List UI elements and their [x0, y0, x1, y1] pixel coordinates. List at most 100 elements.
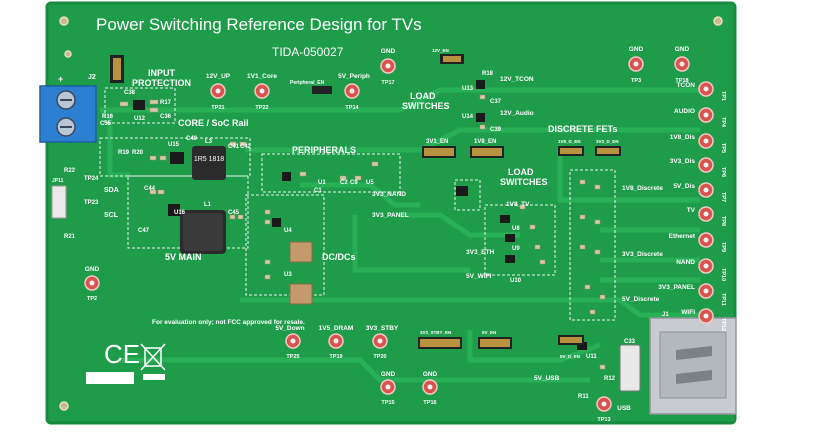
test-point-net-label: USB: [617, 405, 631, 412]
test-point-id-label: TP3: [631, 78, 641, 84]
en-1v8-d: 1V8_D_EN: [558, 139, 581, 144]
j2-label: J2: [88, 74, 96, 81]
refdes-u16: U16: [174, 210, 186, 216]
test-point-pin: [349, 88, 355, 94]
test-point-net-label: 5V_Dis: [673, 183, 695, 190]
test-point-id-label: TP9: [720, 242, 726, 252]
test-point-net-label: GND: [629, 46, 644, 53]
ce-mark: CE: [104, 339, 140, 369]
test-point-net-label: 1V8_Dis: [670, 134, 696, 141]
test-point-pin: [259, 88, 265, 94]
refdes-tp23: TP23: [84, 200, 99, 206]
refdes-u11: U11: [586, 354, 597, 360]
test-point-net-label: 3V3_PANEL: [658, 284, 695, 291]
smd-passives: [119, 94, 606, 370]
refdes-r20: R20: [132, 150, 144, 156]
test-point-pin: [703, 112, 709, 118]
dcdc-inductors: [289, 241, 313, 305]
refdes-u14: U14: [462, 114, 474, 120]
test-point-net-label: WIFI: [681, 309, 695, 316]
test-point-id-label: TP2: [87, 296, 97, 302]
net-1v8-tv: 1V8_TV: [506, 201, 530, 208]
test-point-net-label: 1V1_Core: [247, 73, 277, 80]
test-point-id-label: TP1: [720, 91, 726, 101]
refdes-c41: C41: [228, 144, 240, 150]
test-point-net-label: 1V5_DRAM: [319, 325, 354, 332]
refdes-c2: C2: [340, 180, 348, 186]
usb-connector: [649, 317, 737, 415]
test-point-net-label: GND: [85, 266, 100, 273]
test-point-net-label: GND: [381, 48, 396, 55]
net-5v-discrete: 5V_Discrete: [622, 296, 660, 303]
test-point-id-label: TP19: [329, 354, 342, 360]
test-point-id-label: TP4: [720, 117, 726, 128]
silkscreen-region-outlines: [99, 87, 616, 321]
test-point-pin: [703, 138, 709, 144]
net-5v-usb: 5V_USB: [534, 375, 560, 382]
refdes-r11: R11: [578, 394, 589, 400]
test-point-pin: [703, 237, 709, 243]
net-3v3-panel: 3V3_PANEL: [372, 212, 409, 219]
test-point-id-label: TP12: [720, 318, 726, 331]
test-point-pin: [703, 86, 709, 92]
refdes-c44: C44: [144, 186, 156, 192]
board-title: Power Switching Reference Design for TVs: [96, 15, 422, 34]
test-point-net-label: GND: [675, 46, 690, 53]
net-3v3-eth: 3V3_ETH: [466, 249, 494, 256]
net-5v-wifi: 5V_WIFI: [466, 273, 491, 280]
test-point-pin: [333, 338, 339, 344]
part-number: TIDA-050027: [272, 45, 344, 59]
test-point-id-label: TP18: [675, 78, 688, 84]
test-point-pin: [679, 61, 685, 67]
en-3v3-d: 3V3_D_EN: [596, 139, 619, 144]
section-discrete-fets: DISCRETE FETs: [548, 124, 617, 134]
test-point-net-label: GND: [381, 371, 396, 378]
en-5v-d: 5V_D_EN: [560, 354, 580, 359]
sda-label: SDA: [104, 187, 119, 194]
en-1v8: 1V8_EN: [474, 139, 496, 145]
scl-label: SCL: [104, 212, 119, 219]
test-point-net-label: TCON: [677, 82, 696, 89]
jumpers: [110, 54, 621, 349]
test-point-id-label: TP13: [597, 417, 610, 423]
test-point-id-label: TP21: [211, 105, 224, 111]
refdes-u12: U12: [134, 116, 146, 122]
test-point-pin: [703, 187, 709, 193]
test-point-net-label: NAND: [676, 259, 695, 266]
en-3v1: 3V1_EN: [426, 139, 448, 145]
test-point-net-label: GND: [423, 371, 438, 378]
test-point-id-label: TP25: [286, 354, 299, 360]
c33-capacitor: [619, 344, 641, 392]
refdes-u10: U10: [510, 278, 522, 284]
test-point-net-label: 3V3_Dis: [670, 158, 696, 165]
refdes-c1: C1: [314, 188, 322, 194]
net-3v3-discrete: 3V3_Discrete: [622, 251, 663, 258]
net-12v-tcon: 12V_TCON: [500, 76, 534, 83]
ic-packages: [133, 80, 587, 350]
test-point-pin: [601, 401, 607, 407]
test-point-id-label: TP22: [255, 105, 268, 111]
test-points: 12V_UPTP211V1_CoreTP225V_PeriphTP14GNDTP…: [84, 46, 726, 423]
refdes-u3: U3: [284, 272, 292, 278]
section-dc-dcs: DC/DCs: [322, 252, 356, 262]
section-input-protection-line1: INPUT: [148, 68, 176, 78]
test-point-pin: [703, 288, 709, 294]
j2-screw-terminal: [39, 85, 97, 143]
section-input-protection: PROTECTION: [132, 78, 191, 88]
refdes-c38: C38: [124, 90, 136, 96]
test-point-pin: [633, 61, 639, 67]
refdes-r19: R19: [118, 150, 130, 156]
refdes-labels: C38 R17 R16 C35 C36 U12 R18 U13 C37 U14 …: [64, 71, 636, 400]
j2-plus-label: +: [58, 74, 63, 84]
section-heading-line: LOAD: [508, 167, 534, 177]
en-3v3-stby: 3V3_STBY_EN: [420, 330, 451, 335]
refdes-c36: C36: [160, 114, 172, 120]
test-point-pin: [703, 313, 709, 319]
test-point-pin: [703, 263, 709, 269]
refdes-c40: C40: [186, 136, 198, 142]
test-point-id-label: TP15: [381, 400, 394, 406]
j2-minus-label: -: [40, 74, 43, 84]
section-heading-line: LOAD: [410, 91, 436, 101]
copper-traces: [100, 87, 700, 383]
refdes-u13: U13: [462, 86, 474, 92]
